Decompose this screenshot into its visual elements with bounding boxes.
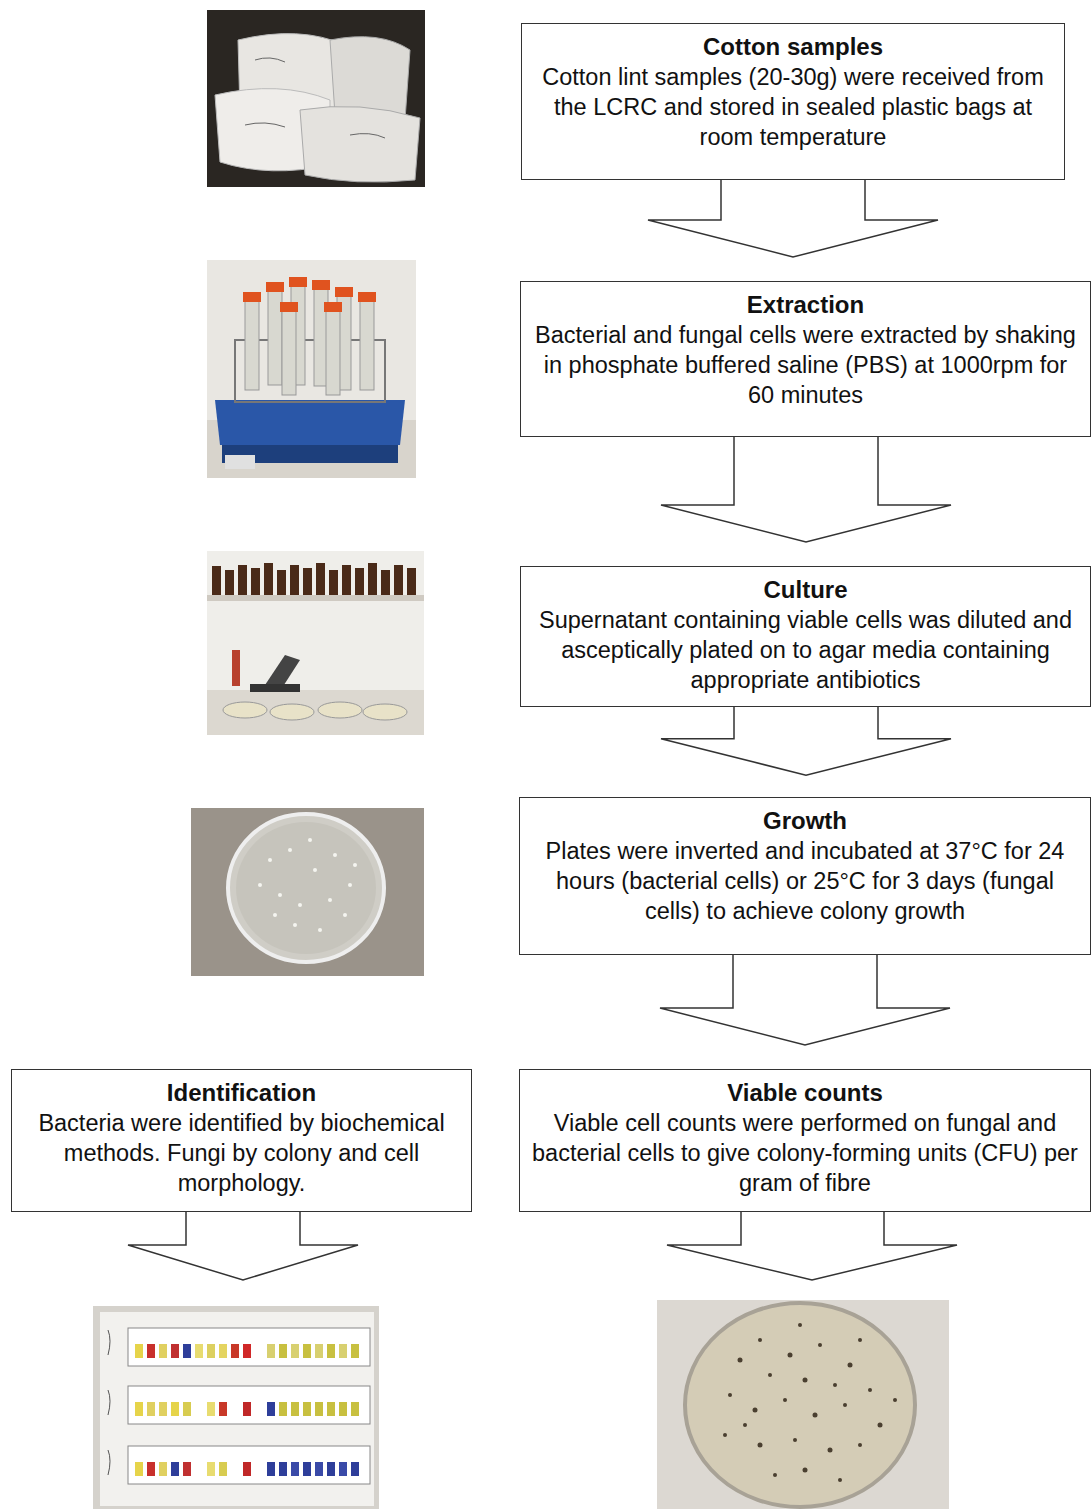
- shaker-photo: [207, 260, 416, 478]
- step-description: Supernatant containing viable cells was …: [531, 605, 1080, 695]
- step-description: Viable cell counts were performed on fun…: [530, 1108, 1080, 1198]
- block-arrow: [661, 706, 951, 775]
- process-box: Viable countsViable cell counts were per…: [519, 1069, 1091, 1212]
- lab-bench-photo: [207, 551, 424, 735]
- pointer-arrow: [128, 1200, 358, 1280]
- step-heading: Culture: [531, 575, 1080, 605]
- process-box: Cotton samplesCotton lint samples (20-30…: [521, 23, 1065, 180]
- step-description: Plates were inverted and incubated at 37…: [530, 836, 1080, 926]
- step-heading: Extraction: [531, 290, 1080, 320]
- block-arrow: [648, 179, 938, 257]
- pointer-arrow: [667, 1200, 957, 1280]
- step-heading: Identification: [22, 1078, 461, 1108]
- step-description: Bacterial and fungal cells were extracte…: [531, 320, 1080, 410]
- cotton-bags-photo: [207, 10, 425, 187]
- process-box: IdentificationBacteria were identified b…: [11, 1069, 472, 1212]
- count-plate-photo: [657, 1300, 949, 1509]
- step-heading: Cotton samples: [532, 32, 1054, 62]
- api-strip-photo: [93, 1306, 379, 1509]
- block-arrow: [660, 954, 950, 1045]
- petri-dish-photo: [191, 808, 424, 976]
- process-box: GrowthPlates were inverted and incubated…: [519, 797, 1091, 955]
- process-box: CultureSupernatant containing viable cel…: [520, 566, 1091, 707]
- block-arrow: [661, 436, 951, 542]
- step-heading: Viable counts: [530, 1078, 1080, 1108]
- step-heading: Growth: [530, 806, 1080, 836]
- step-description: Bacteria were identified by biochemical …: [22, 1108, 461, 1198]
- step-description: Cotton lint samples (20-30g) were receiv…: [532, 62, 1054, 152]
- process-box: ExtractionBacterial and fungal cells wer…: [520, 281, 1091, 437]
